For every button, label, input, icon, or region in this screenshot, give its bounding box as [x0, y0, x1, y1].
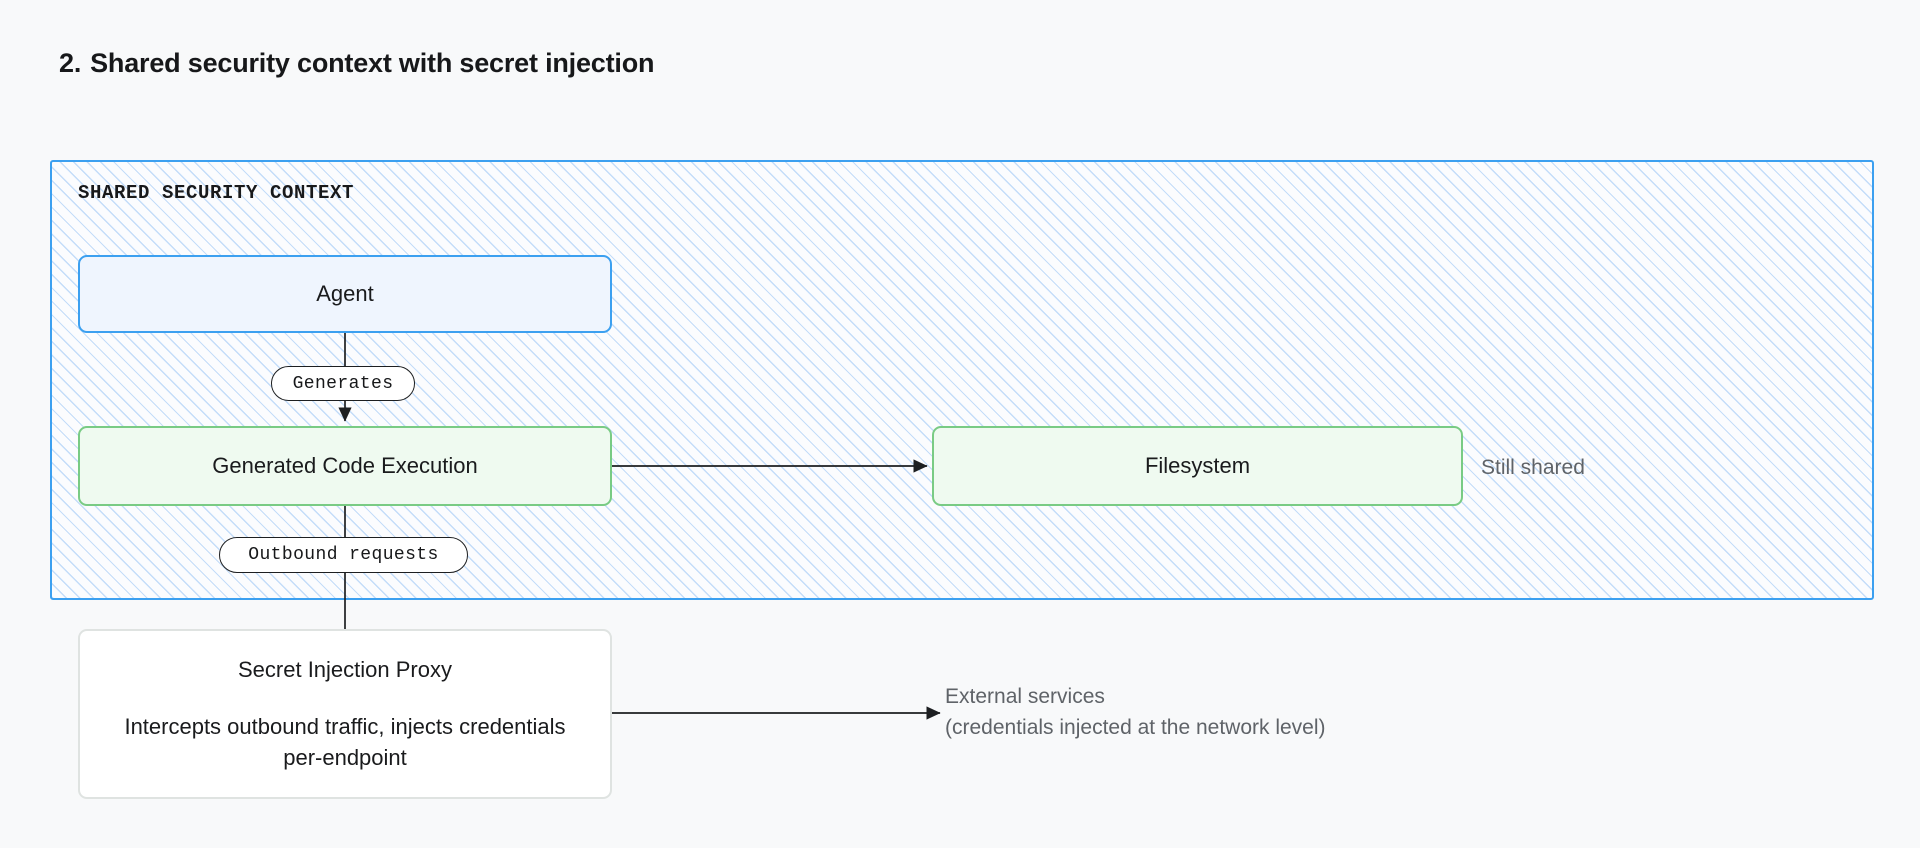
node-agent[interactable]: Agent	[78, 255, 612, 333]
node-generated-code-execution[interactable]: Generated Code Execution	[78, 426, 612, 506]
title-text: Shared security context with secret inje…	[90, 48, 655, 78]
shared-security-context-label: SHARED SECURITY CONTEXT	[78, 182, 355, 204]
node-proxy-title: Secret Injection Proxy	[238, 657, 452, 682]
annotation-still-shared: Still shared	[1481, 456, 1585, 479]
edge-label-outbound-requests: Outbound requests	[219, 537, 468, 573]
node-generated-code-execution-label: Generated Code Execution	[212, 453, 478, 479]
node-agent-label: Agent	[316, 281, 374, 307]
annotation-external-services-line1: External services	[945, 685, 1105, 708]
node-filesystem-label: Filesystem	[1144, 453, 1251, 479]
node-filesystem[interactable]: Filesystem	[932, 426, 1463, 506]
annotation-external-services-line2: (credentials injected at the network lev…	[945, 716, 1326, 740]
node-secret-injection-proxy[interactable]: Secret Injection Proxy Intercepts outbou…	[78, 629, 612, 799]
edge-label-generates: Generates	[271, 366, 415, 401]
title-number: 2.	[59, 48, 82, 78]
shared-security-context-boundary	[50, 160, 1874, 600]
node-proxy-description: Intercepts outbound traffic, injects cre…	[124, 713, 566, 770]
page-title: 2. Shared security context with secret in…	[59, 48, 654, 79]
annotation-external-services: External services (credentials injected …	[945, 681, 1326, 743]
